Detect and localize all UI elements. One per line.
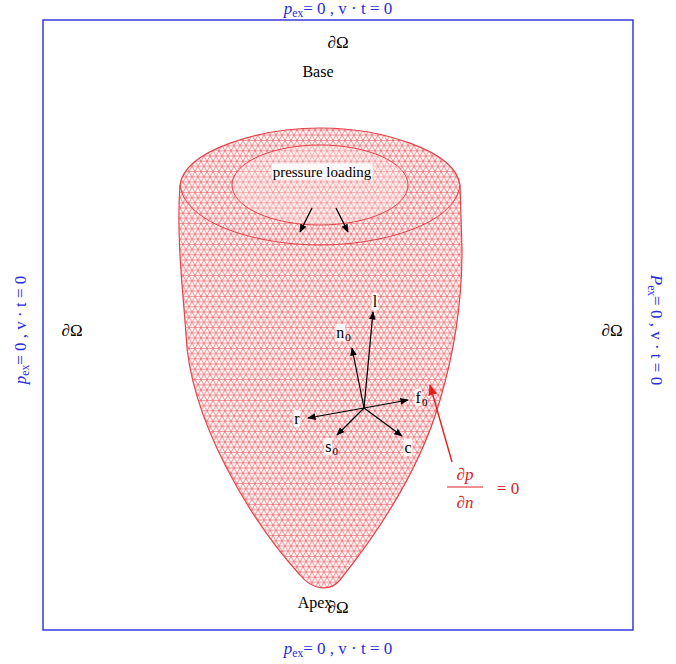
- label-text: f: [415, 389, 422, 406]
- label-text: ∂Ω: [61, 321, 82, 340]
- subscript: ex: [292, 647, 303, 660]
- label-group: Apex: [298, 595, 333, 611]
- label-text: p: [284, 0, 293, 18]
- subscript: 0: [345, 331, 350, 343]
- label-text: Base: [302, 63, 333, 80]
- flux-arrow: [430, 385, 452, 462]
- label-group: pex= 0 , v · t = 0: [284, 640, 392, 660]
- heart-mesh-lines: [179, 128, 462, 588]
- label-text: r: [293, 410, 300, 427]
- label-text: s: [324, 438, 332, 455]
- cavity-mesh: [232, 145, 408, 225]
- label-group: ∂Ω: [327, 34, 348, 51]
- label-group: c: [403, 440, 412, 456]
- fraction-bar: [447, 486, 483, 487]
- label-group: f0: [415, 390, 428, 408]
- label-text: ∂Ω: [601, 321, 622, 340]
- label-group: ∂n: [457, 494, 474, 511]
- load-arrow: [300, 208, 312, 232]
- subscript: ex: [292, 7, 303, 20]
- label-text: ∂Ω: [327, 598, 348, 617]
- subscript: 0: [332, 445, 337, 457]
- label-group: ∂Ω: [601, 322, 622, 339]
- label-text: = 0: [497, 479, 519, 498]
- label-text: l: [372, 293, 378, 310]
- cavity: [232, 145, 408, 225]
- label-text: = 0 , v · t = 0: [647, 296, 666, 385]
- label-group: pressure loading: [272, 165, 373, 180]
- fibre-axes: [308, 312, 408, 436]
- label-group: pex= 0 , v · t = 0: [12, 276, 32, 384]
- subscript: 0: [422, 396, 427, 408]
- label-text: = 0 , v · t = 0: [303, 0, 392, 18]
- subscript: ex: [645, 285, 658, 296]
- label-group: n0: [335, 325, 350, 343]
- label-group: Base: [302, 64, 333, 80]
- label-text: pressure loading: [272, 164, 373, 180]
- label-group: ∂p: [457, 466, 474, 483]
- heart-mesh: [179, 128, 462, 588]
- label-text: ∂Ω: [327, 33, 348, 52]
- label-group: s0: [324, 439, 338, 457]
- label-group: = 0: [497, 480, 519, 497]
- label-text: p: [11, 376, 30, 385]
- label-text: ∂n: [457, 493, 474, 512]
- label-group: ∂Ω: [327, 599, 348, 616]
- label-group: l: [372, 294, 378, 310]
- label-text: Apex: [298, 594, 333, 611]
- label-text: = 0 , v · t = 0: [11, 276, 30, 365]
- label-text: P: [647, 275, 666, 285]
- label-group: pex= 0 , v · t = 0: [284, 0, 392, 20]
- label-group: ∂Ω: [61, 322, 82, 339]
- label-text: ∂p: [457, 465, 474, 484]
- label-group: Pex= 0 , v · t = 0: [645, 275, 665, 385]
- subscript: ex: [19, 365, 32, 376]
- label-text: c: [403, 439, 412, 456]
- label-text: p: [284, 639, 293, 658]
- label-text: n: [335, 324, 345, 341]
- label-text: = 0 , v · t = 0: [303, 639, 392, 658]
- load-arrow: [336, 208, 348, 232]
- label-group: r: [293, 411, 300, 427]
- domain-boundary: [43, 20, 633, 630]
